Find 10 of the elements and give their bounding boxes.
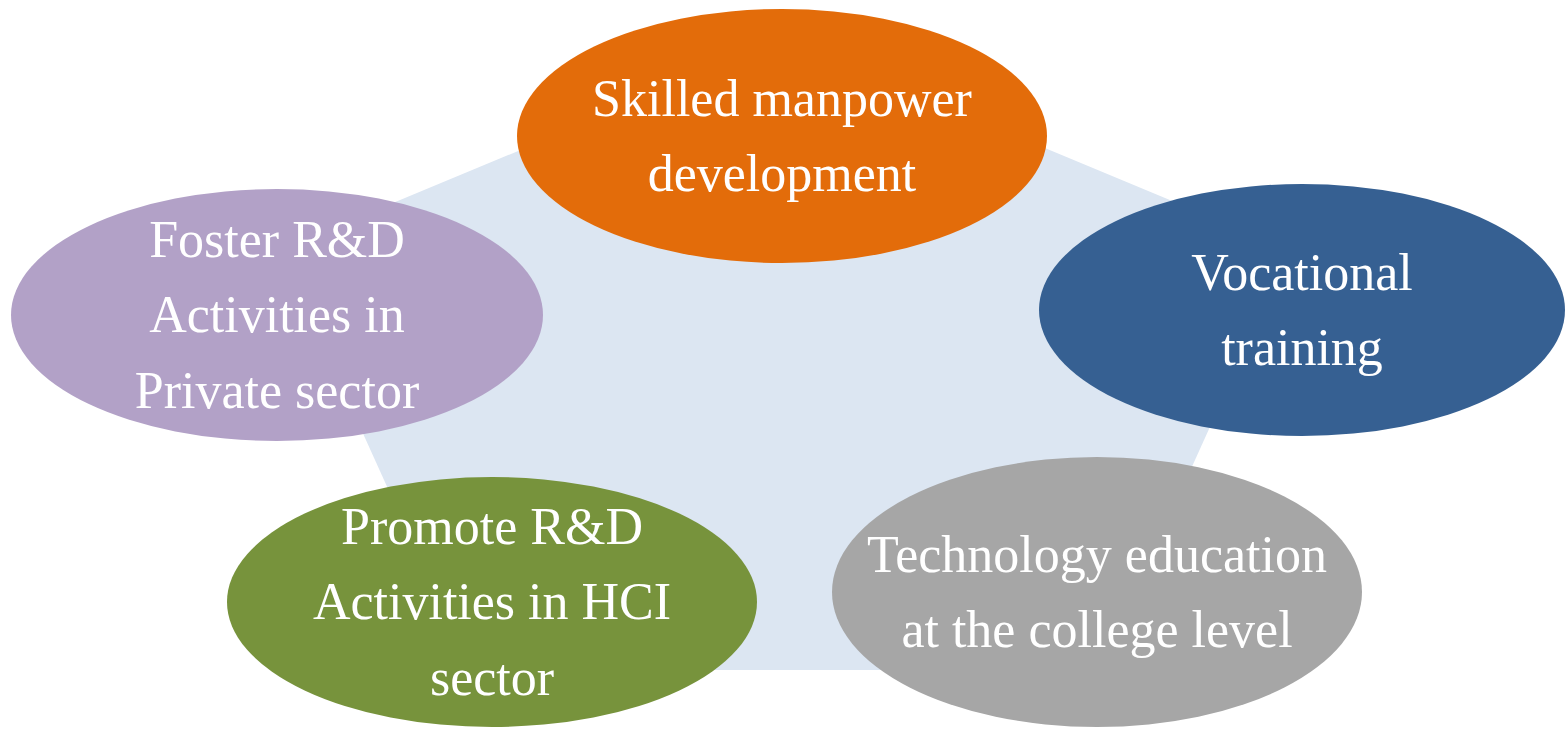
ellipse-node — [831, 456, 1363, 728]
ellipse-node — [516, 8, 1048, 264]
node-label: Promote R&D Activities in HCI sector — [311, 496, 673, 708]
node-label: Foster R&D Activities in Private sector — [133, 209, 421, 421]
ellipse-node — [226, 476, 758, 728]
ellipse-node — [10, 188, 544, 442]
ellipse-node — [1038, 183, 1566, 437]
node-label: Skilled manpower development — [591, 68, 973, 204]
node-label: Vocational training — [1190, 242, 1414, 378]
node-label: Technology education at the college level — [866, 524, 1328, 660]
